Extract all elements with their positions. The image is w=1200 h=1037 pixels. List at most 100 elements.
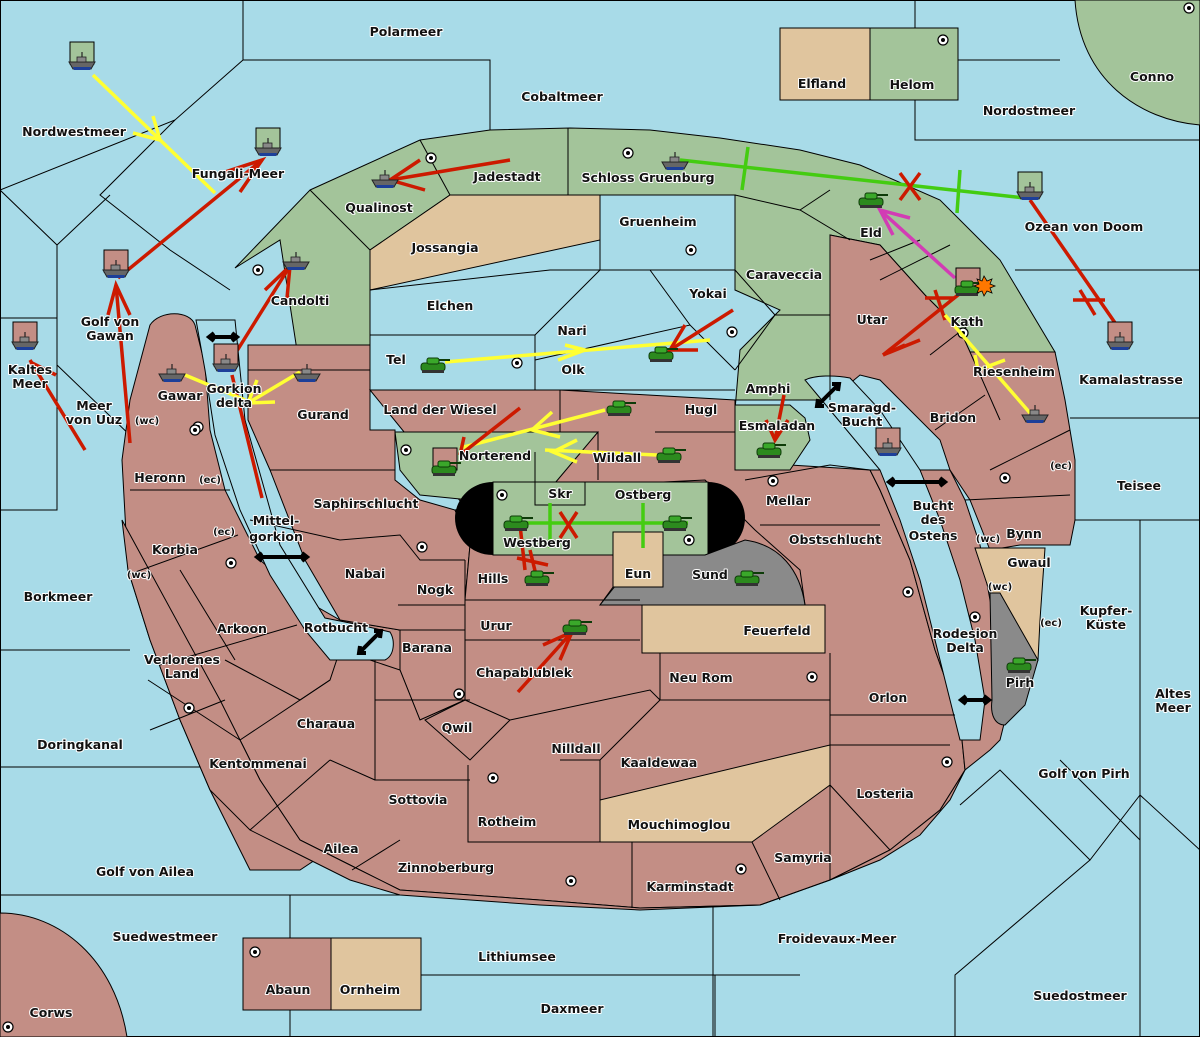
- label-olk: Olk: [561, 362, 585, 377]
- label-mittel2: gorkion: [249, 529, 303, 544]
- label-amphi: Amphi: [746, 381, 791, 396]
- unit-fleet-schloss-gruenburg[interactable]: [661, 152, 689, 170]
- label-altes1: Altes: [1155, 686, 1191, 701]
- label-suedwestmeer: Suedwestmeer: [113, 929, 219, 944]
- label-wildall: Wildall: [593, 450, 641, 465]
- label-pirh: Pirh: [1006, 675, 1035, 690]
- supply-center-icon: [2, 1021, 14, 1033]
- order-support-kath-eld: [878, 208, 957, 280]
- order-amphi-esmaladan: [773, 394, 786, 441]
- unit-fleet-qualinost[interactable]: [371, 170, 399, 188]
- supply-center-icon: [726, 326, 738, 338]
- supply-center-icon: [1183, 2, 1195, 14]
- label-sottovia: Sottovia: [389, 792, 448, 807]
- unit-army-eld[interactable]: [858, 192, 888, 208]
- label-ornheim: Ornheim: [340, 982, 400, 997]
- supply-center-icon: [683, 534, 695, 546]
- unit-army-hills[interactable]: [524, 570, 554, 586]
- region-corws[interactable]: [0, 912, 128, 1037]
- canal-arrows: [205, 331, 993, 706]
- label-altes2: Meer: [1155, 700, 1191, 715]
- label-kentommenai: Kentommenai: [209, 756, 307, 771]
- label-heronn: Heronn: [134, 470, 186, 485]
- label-chapablublek: Chapablublek: [476, 665, 573, 680]
- label-wc: (wc): [988, 582, 1012, 593]
- unit-army-land-der-wiesel[interactable]: [606, 400, 636, 416]
- unit-army-pirh[interactable]: [1006, 657, 1036, 673]
- label-sund: Sund: [692, 567, 728, 582]
- unit-army-wildall[interactable]: [656, 447, 686, 463]
- unit-army-urur[interactable]: [562, 619, 592, 635]
- label-smaragd1: Smaragd-: [828, 400, 896, 415]
- label-doringkanal: Doringkanal: [37, 737, 123, 752]
- unit-fleet-ozean-von-doom[interactable]: [1016, 171, 1044, 200]
- unit-fleet-smaragd-bucht[interactable]: [874, 427, 902, 456]
- order-uuz-gawan: [114, 284, 132, 444]
- supply-center-icon: [225, 557, 237, 569]
- unit-army-tel[interactable]: [420, 357, 450, 373]
- unit-army-kath[interactable]: [954, 267, 997, 297]
- supply-center-icon: [487, 772, 499, 784]
- unit-fleet-gurand[interactable]: [293, 364, 321, 382]
- label-gwaul: Gwaul: [1007, 555, 1050, 570]
- supply-center-icon: [685, 244, 697, 256]
- region-feuerfeld[interactable]: [641, 604, 826, 654]
- unit-army-sund[interactable]: [734, 570, 764, 586]
- failed-marker-kath: [925, 289, 955, 321]
- failed-marker-westberg: [558, 511, 579, 539]
- label-helom: Helom: [890, 77, 935, 92]
- label-abaun: Abaun: [266, 982, 311, 997]
- label-nogk: Nogk: [417, 582, 454, 597]
- unit-fleet-kamalastrasse[interactable]: [1106, 321, 1134, 350]
- label-golf-gawan2: Gawan: [86, 328, 134, 343]
- region-conno[interactable]: [1074, 0, 1200, 126]
- units: [11, 41, 1134, 673]
- label-elfland: Elfland: [798, 76, 846, 91]
- label-gorkion2: delta: [216, 395, 252, 410]
- order-kaltes-uuz: [28, 359, 87, 451]
- label-wc: (wc): [135, 416, 159, 427]
- unit-army-ostberg[interactable]: [662, 515, 692, 531]
- unit-fleet-riesenheim[interactable]: [1021, 405, 1049, 423]
- label-losteria: Losteria: [856, 786, 913, 801]
- supply-center-icon: [189, 424, 201, 436]
- label-mouchimoglou: Mouchimoglou: [628, 817, 731, 832]
- unit-fleet-nordwestmeer[interactable]: [68, 41, 96, 70]
- unit-fleet-fungali-meer[interactable]: [254, 127, 282, 156]
- label-nordwestmeer: Nordwestmeer: [22, 124, 127, 139]
- label-polarmeer: Polarmeer: [370, 24, 444, 39]
- label-ailea: Ailea: [323, 841, 358, 856]
- label-ec: (ec): [1050, 461, 1072, 472]
- label-kamalastrasse: Kamalastrasse: [1079, 372, 1183, 387]
- region-ornheim[interactable]: [330, 937, 422, 1011]
- unit-fleet-gorkion-delta[interactable]: [212, 343, 240, 372]
- order-riesenheim-kath: [943, 313, 1032, 415]
- label-karminstadt: Karminstadt: [646, 879, 733, 894]
- label-wc: (wc): [127, 570, 151, 581]
- supply-center-icon: [767, 475, 779, 487]
- region-elfland[interactable]: [779, 27, 871, 101]
- unit-fleet-golf-von-gawan[interactable]: [102, 249, 130, 278]
- unit-army-olk[interactable]: [648, 346, 678, 362]
- order-kamalastrasse-ozean: [1028, 199, 1122, 331]
- label-gruenheim: Gruenheim: [619, 214, 696, 229]
- unit-fleet-kaltes-meer[interactable]: [11, 321, 39, 350]
- label-bucht2: des: [921, 512, 946, 527]
- label-rodesion1: Rodesion: [933, 626, 998, 641]
- unit-army-esmaladan[interactable]: [756, 442, 786, 458]
- explosion-icon: [972, 275, 997, 297]
- label-corws: Corws: [30, 1005, 73, 1020]
- unit-army-norterend[interactable]: [431, 447, 461, 476]
- region-eun[interactable]: [612, 531, 664, 588]
- unit-army-westberg[interactable]: [503, 515, 533, 531]
- label-elchen: Elchen: [427, 298, 474, 313]
- unit-fleet-gawar[interactable]: [158, 364, 186, 382]
- order-convoy-schloss-ozean: [679, 158, 1026, 200]
- label-zinnoberburg: Zinnoberburg: [398, 860, 494, 875]
- label-qwil: Qwil: [442, 720, 473, 735]
- label-rotbucht: Rotbucht: [304, 620, 368, 635]
- label-neu-rom: Neu Rom: [669, 670, 732, 685]
- region-jossangia[interactable]: [369, 194, 601, 291]
- tunnel-west: [455, 482, 493, 555]
- unit-fleet-candolti[interactable]: [282, 252, 310, 270]
